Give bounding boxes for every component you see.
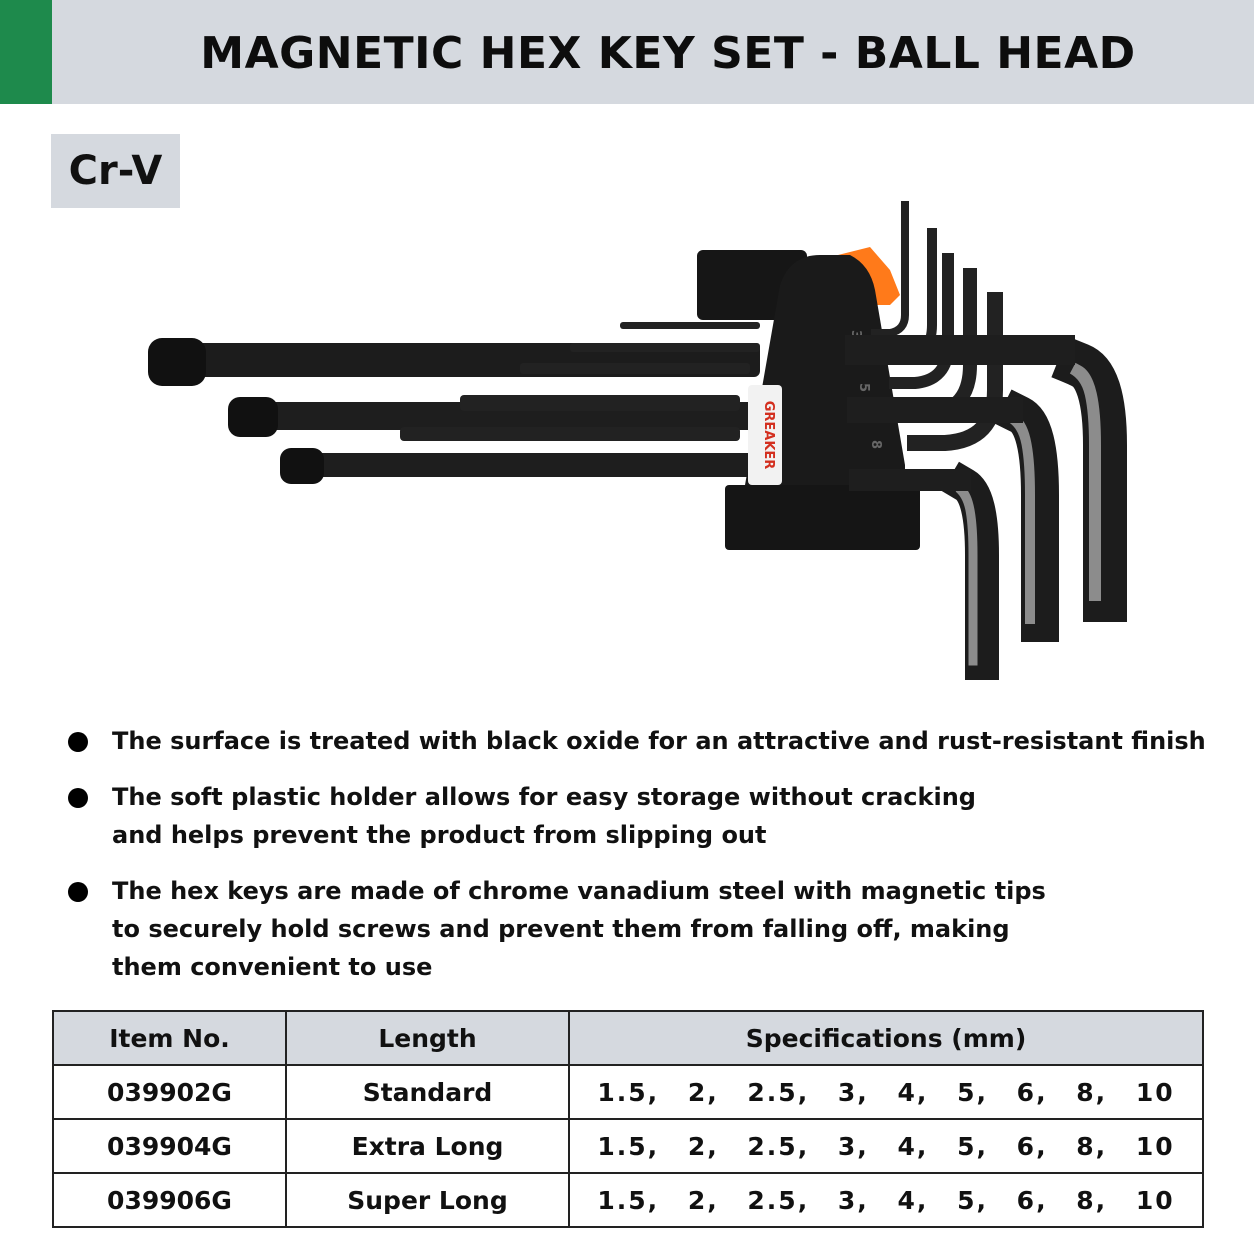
size-mark: 5 bbox=[856, 383, 871, 392]
bullet-icon bbox=[68, 788, 88, 808]
spec-cell: 1.5, 2, 2.5, 3, 4, 5, 6, 8, 10 bbox=[568, 1118, 1204, 1174]
feature-text: The hex keys are made of chrome vanadium… bbox=[112, 877, 1046, 905]
table-row: 039904G Extra Long 1.5, 2, 2.5, 3, 4, 5,… bbox=[52, 1118, 1204, 1174]
item-no-cell: 039904G bbox=[52, 1118, 287, 1174]
feature-text: them convenient to use bbox=[112, 953, 433, 981]
long-arms bbox=[148, 322, 790, 484]
bullet-icon bbox=[68, 882, 88, 902]
page-title: MAGNETIC HEX KEY SET - BALL HEAD bbox=[200, 28, 1136, 79]
column-header-length: Length bbox=[285, 1010, 570, 1066]
feature-text: and helps prevent the product from slipp… bbox=[112, 821, 767, 849]
plastic-holder: GREAKER 3 4 5 6 8 10 bbox=[697, 247, 920, 550]
table-row: 039906G Super Long 1.5, 2, 2.5, 3, 4, 5,… bbox=[52, 1172, 1204, 1228]
item-no-cell: 039902G bbox=[52, 1064, 287, 1120]
brand-label: GREAKER bbox=[761, 401, 776, 470]
size-mark: 3 bbox=[848, 330, 863, 339]
feature-text: The soft plastic holder allows for easy … bbox=[112, 783, 976, 811]
spec-cell: 1.5, 2, 2.5, 3, 4, 5, 6, 8, 10 bbox=[568, 1064, 1204, 1120]
column-header-item-no: Item No. bbox=[52, 1010, 287, 1066]
feature-text: to securely hold screws and prevent them… bbox=[112, 915, 1010, 943]
header-accent-bar bbox=[0, 0, 52, 104]
length-cell: Extra Long bbox=[285, 1118, 570, 1174]
column-header-specifications: Specifications (mm) bbox=[568, 1010, 1204, 1066]
length-cell: Super Long bbox=[285, 1172, 570, 1228]
spec-table: Item No. Length Specifications (mm) 0399… bbox=[52, 1010, 1204, 1228]
table-header-row: Item No. Length Specifications (mm) bbox=[52, 1010, 1204, 1066]
header-band bbox=[0, 0, 1254, 104]
table-row: 039902G Standard 1.5, 2, 2.5, 3, 4, 5, 6… bbox=[52, 1064, 1204, 1120]
item-no-cell: 039906G bbox=[52, 1172, 287, 1228]
feature-text: The surface is treated with black oxide … bbox=[112, 727, 1206, 755]
material-badge: Cr-V bbox=[51, 134, 180, 208]
feature-list: The surface is treated with black oxide … bbox=[60, 722, 1210, 1004]
feature-item: The soft plastic holder allows for easy … bbox=[60, 778, 1210, 854]
short-arms bbox=[845, 201, 1127, 680]
feature-item: The hex keys are made of chrome vanadium… bbox=[60, 872, 1210, 986]
feature-item: The surface is treated with black oxide … bbox=[60, 722, 1210, 760]
length-cell: Standard bbox=[285, 1064, 570, 1120]
bullet-icon bbox=[68, 732, 88, 752]
size-mark: 8 bbox=[868, 440, 883, 449]
hex-key-set-image: GREAKER 3 4 5 6 8 10 bbox=[148, 201, 1127, 680]
spec-cell: 1.5, 2, 2.5, 3, 4, 5, 6, 8, 10 bbox=[568, 1172, 1204, 1228]
